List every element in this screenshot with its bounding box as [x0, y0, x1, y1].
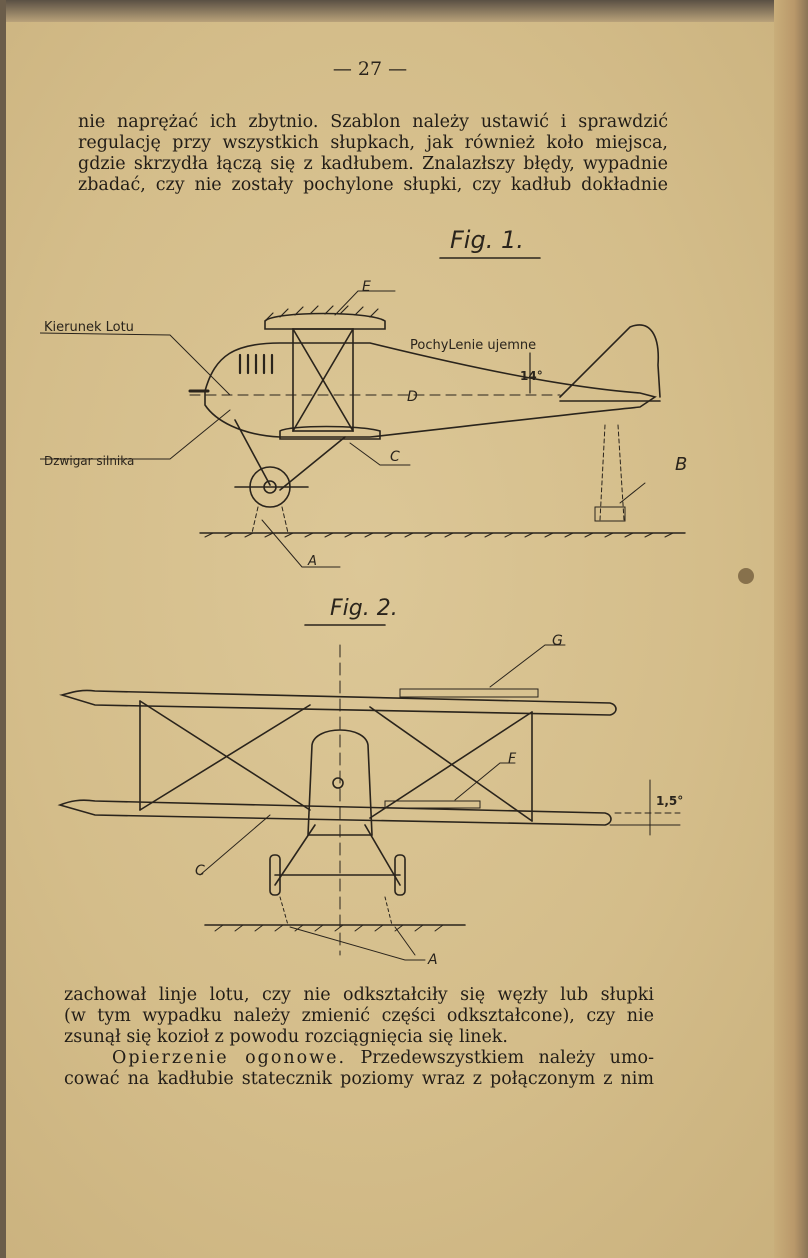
biplane-front-view	[57, 644, 681, 961]
scan-left-edge	[0, 0, 6, 1258]
text-line: nie naprężać ich zbytnio. Szablon należy…	[78, 112, 668, 132]
figures: Fig. 1. E Kierunek Lotu PochyLenie ujemn…	[40, 215, 740, 975]
label-kierunek-lotu: Kierunek Lotu	[44, 320, 134, 335]
text-line: cować na kadłubie statecznik poziomy wra…	[64, 1069, 654, 1089]
label-c: C	[195, 863, 205, 879]
label-g: G	[552, 633, 563, 649]
section-heading: Opierzenie ogonowe.	[112, 1048, 347, 1068]
scan-top-edge	[0, 0, 808, 22]
text-line: zbadać, czy nie zostały pochylone słupki…	[78, 175, 668, 195]
label-a: A	[307, 554, 317, 569]
label-a: A	[427, 952, 438, 968]
label-angle-14: 14°	[520, 369, 543, 383]
label-dzwigar-silnika: Dzwigar silnika	[44, 454, 134, 468]
section-heading-rest: Przedewszystkiem należy umo-	[346, 1048, 654, 1068]
biplane-side-view	[40, 290, 686, 568]
text-line: (w tym wypadku należy zmienić części odk…	[64, 1006, 654, 1026]
aircraft-drawings: Fig. 1. E Kierunek Lotu PochyLenie ujemn…	[40, 226, 687, 968]
page-number: — 27 —	[332, 58, 408, 80]
label-d: D	[407, 389, 418, 405]
section-heading-line: Opierzenie ogonowe. Przedewszystkiem nal…	[64, 1048, 654, 1069]
text-line: zachował linje lotu, czy nie odkształcił…	[64, 985, 654, 1005]
label-pochylenie-ujemne: PochyLenie ujemne	[410, 338, 536, 353]
label-b: B	[675, 454, 687, 475]
paragraph-top: nie naprężać ich zbytnio. Szablon należy…	[78, 112, 668, 196]
figure2-caption: Fig. 2.	[330, 596, 398, 621]
label-angle-1-5: 1,5°	[656, 794, 683, 808]
label-f: F	[508, 751, 517, 767]
label-e: E	[362, 279, 371, 295]
paragraph-bottom: zachował linje lotu, czy nie odkształcił…	[64, 985, 654, 1090]
text-line: zsunął się kozioł z powodu rozciągnięcia…	[64, 1027, 508, 1047]
paper-stain	[738, 568, 754, 584]
text-line: gdzie skrzydła łączą się z kadłubem. Zna…	[78, 154, 668, 174]
figure1-caption: Fig. 1.	[450, 226, 524, 254]
scan-right-edge	[774, 0, 808, 1258]
label-c: C	[390, 449, 400, 465]
text-line: regulację przy wszystkich słupkach, jak …	[78, 133, 668, 153]
